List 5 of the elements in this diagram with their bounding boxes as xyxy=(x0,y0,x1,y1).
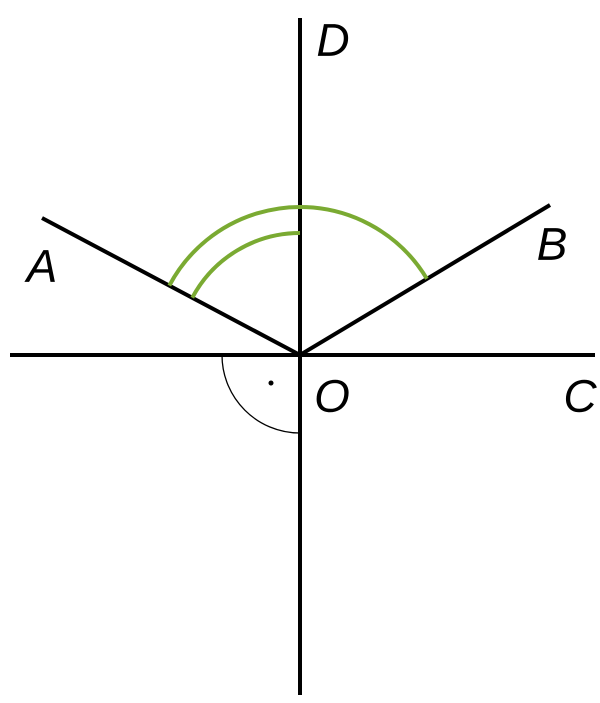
point-label: A xyxy=(24,250,55,282)
point-label: C xyxy=(566,380,597,412)
point-label: B xyxy=(538,228,566,260)
point-label: O xyxy=(316,380,349,412)
point-label: D xyxy=(318,24,348,56)
